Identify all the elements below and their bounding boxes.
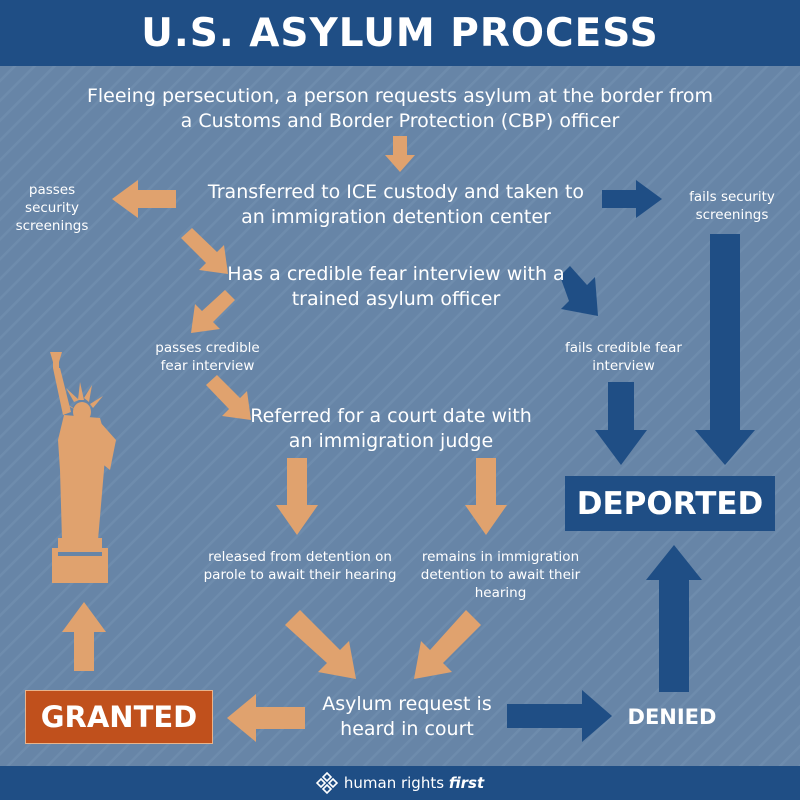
arrow-remains-to-heard	[414, 610, 481, 679]
arrow-to-referred	[206, 375, 251, 420]
brand-name-italic: first	[448, 774, 485, 792]
title-bar: U.S. ASYLUM PROCESS	[0, 0, 800, 66]
arrow-request-to-transferred	[385, 136, 415, 172]
arrow-to-interview	[181, 228, 228, 274]
arrow-to-released	[276, 458, 318, 535]
denied-label: DENIED	[627, 705, 717, 729]
arrow-fails-fear-to-deported	[595, 382, 647, 465]
step-request: Fleeing persecution, a person requests a…	[86, 85, 714, 132]
arrow-heard-to-granted	[227, 694, 305, 742]
brand-logo: human rights first	[315, 772, 485, 794]
label-released: released from detention on parole to awa…	[203, 549, 397, 583]
arrow-fails-security-to-deported	[695, 234, 755, 465]
arrow-to-fails-fear	[560, 266, 598, 316]
step-referred: Referred for a court date with an immigr…	[250, 405, 532, 452]
step-interview: Has a credible fear interview with a tra…	[227, 263, 565, 310]
arrow-to-fails-security	[602, 180, 662, 218]
step-transferred: Transferred to ICE custody and taken to …	[207, 181, 585, 228]
footer-bar: human rights first	[0, 766, 800, 800]
brand-mark-icon	[315, 772, 338, 794]
label-passes-fear: passes credible fear interview	[155, 340, 260, 374]
label-passes-security: passes security screenings	[15, 182, 89, 234]
arrow-released-to-heard	[285, 610, 356, 679]
arrow-granted-to-statue	[62, 602, 106, 671]
label-fails-security: fails security screenings	[689, 189, 775, 223]
granted-label: GRANTED	[40, 700, 198, 734]
arrow-to-passes-security	[112, 180, 176, 218]
brand-name: human rights	[343, 774, 445, 792]
arrow-to-remains	[465, 458, 507, 535]
label-fails-fear: fails credible fear interview	[565, 340, 682, 374]
granted-box: GRANTED	[25, 690, 213, 744]
page-title: U.S. ASYLUM PROCESS	[141, 10, 659, 56]
arrow-to-passes-fear	[191, 290, 235, 333]
step-heard: Asylum request is heard in court	[322, 693, 492, 740]
arrow-heard-to-denied	[507, 690, 612, 742]
deported-box: DEPORTED	[565, 476, 775, 531]
label-remains: remains in immigration detention to awai…	[420, 549, 581, 601]
deported-label: DEPORTED	[576, 485, 764, 522]
arrow-denied-to-deported	[646, 545, 702, 692]
